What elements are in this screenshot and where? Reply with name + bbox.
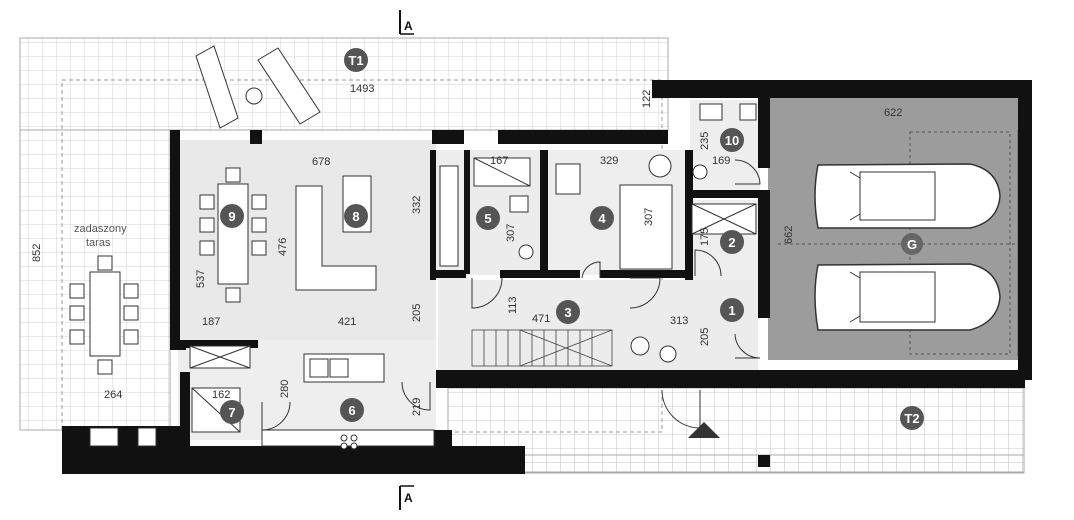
section-marker-bottom: A bbox=[399, 485, 414, 510]
svg-text:T1: T1 bbox=[348, 53, 363, 68]
room-badge-6: 6 bbox=[340, 398, 364, 422]
dim-hall-width: 471 bbox=[532, 313, 550, 325]
svg-text:3: 3 bbox=[564, 305, 571, 320]
dim-terrace-bottom: 264 bbox=[104, 389, 122, 401]
room-badge-7: 7 bbox=[220, 400, 244, 424]
staircase bbox=[471, 329, 613, 367]
terrace-dining-table bbox=[69, 255, 139, 375]
room-badge-g: G bbox=[901, 233, 923, 255]
svg-text:T2: T2 bbox=[904, 411, 919, 426]
car-bottom bbox=[814, 263, 1001, 331]
svg-text:8: 8 bbox=[352, 209, 359, 224]
dimensions: 1493 678 187 421 264 167 329 169 622 471… bbox=[31, 83, 902, 416]
room-badge-t1: T1 bbox=[344, 48, 368, 72]
room-badge-3: 3 bbox=[556, 300, 580, 324]
room-badge-10: 10 bbox=[720, 128, 744, 152]
dim-room4-depth: 307 bbox=[643, 208, 655, 226]
room-badge-2: 2 bbox=[720, 230, 744, 254]
dim-vestibule-depth: 205 bbox=[699, 328, 711, 346]
terrace-label-line1: zadaszony bbox=[74, 223, 127, 235]
dim-garage-depth: 662 bbox=[783, 226, 795, 244]
entrance-arrow bbox=[688, 422, 720, 438]
svg-text:6: 6 bbox=[348, 403, 355, 418]
svg-text:9: 9 bbox=[228, 209, 235, 224]
room-badge-8: 8 bbox=[344, 204, 368, 228]
dining-table bbox=[199, 167, 267, 303]
walls bbox=[62, 80, 1032, 474]
room-badge-5: 5 bbox=[476, 206, 500, 230]
svg-text:1: 1 bbox=[728, 303, 735, 318]
svg-text:G: G bbox=[907, 237, 917, 252]
dim-lounge-depth: 476 bbox=[277, 238, 289, 256]
svg-text:10: 10 bbox=[725, 133, 739, 148]
dim-kitchen-lower: 219 bbox=[411, 398, 423, 416]
room-badges: 1 2 3 4 5 6 7 8 9 10 T1 T2 G bbox=[220, 48, 924, 430]
room-badge-4: 4 bbox=[590, 206, 614, 230]
bathroom-fixtures bbox=[89, 103, 757, 447]
dim-room4-width: 329 bbox=[600, 155, 618, 167]
dim-living-depth: 332 bbox=[411, 196, 423, 214]
dim-terrace-depth: 122 bbox=[641, 90, 653, 108]
room-badge-1: 1 bbox=[720, 298, 744, 322]
sun-loungers bbox=[195, 45, 321, 129]
room-badge-9: 9 bbox=[220, 204, 244, 228]
section-marker-top: A bbox=[399, 10, 414, 35]
svg-text:7: 7 bbox=[228, 405, 235, 420]
svg-text:4: 4 bbox=[598, 211, 606, 226]
dim-terrace-width: 1493 bbox=[350, 83, 374, 95]
terrace-t1 bbox=[19, 37, 669, 431]
dim-terrace-height: 852 bbox=[31, 244, 43, 262]
terrace-t2 bbox=[447, 387, 1025, 474]
terrace-label-line2: taras bbox=[86, 237, 111, 249]
dim-room5-width: 167 bbox=[490, 155, 508, 167]
dim-garage-width: 622 bbox=[884, 107, 902, 119]
dim-kitchen-depth: 280 bbox=[279, 380, 291, 398]
dim-room7-width: 162 bbox=[212, 389, 230, 401]
dim-living-width: 678 bbox=[312, 156, 330, 168]
kitchen-units bbox=[189, 345, 435, 450]
car-top bbox=[814, 163, 1001, 229]
dim-living-lower: 421 bbox=[338, 316, 356, 328]
dim-dining-depth: 537 bbox=[195, 270, 207, 288]
dim-hall-depth: 113 bbox=[507, 296, 519, 314]
dim-room10-depth: 235 bbox=[699, 132, 711, 150]
room-badge-t2: T2 bbox=[900, 406, 924, 430]
dim-room2-depth: 175 bbox=[699, 228, 711, 246]
section-label-top: A bbox=[404, 19, 413, 33]
dim-room10-width: 169 bbox=[712, 155, 730, 167]
dim-vestibule-width: 313 bbox=[670, 315, 688, 327]
svg-text:5: 5 bbox=[484, 211, 491, 226]
dim-room5-depth: 307 bbox=[505, 224, 517, 242]
dim-left-strip: 187 bbox=[202, 316, 220, 328]
section-label-bottom: A bbox=[404, 491, 413, 505]
doors bbox=[261, 159, 761, 431]
svg-text:2: 2 bbox=[728, 235, 735, 250]
dim-hall-height: 205 bbox=[411, 304, 423, 322]
